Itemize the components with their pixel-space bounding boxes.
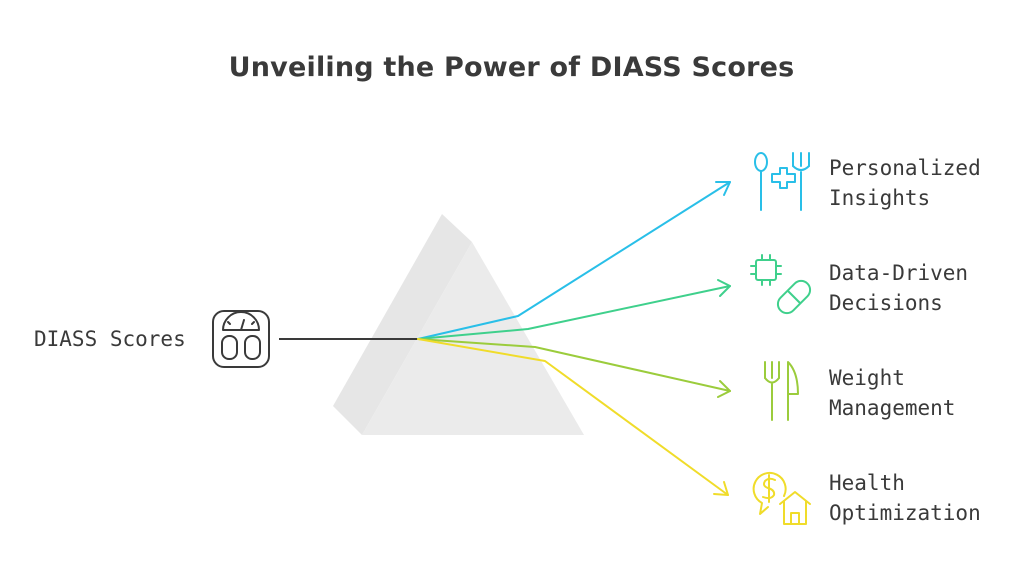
output-label-line: Management	[829, 396, 956, 420]
output-beam-2	[417, 279, 731, 340]
output-label-weight-management: Weight Management	[829, 363, 955, 423]
output-label-line: Health	[829, 471, 905, 495]
prism-front-face	[362, 242, 584, 435]
prism-back-face	[333, 214, 472, 435]
output-label-line: Data-Driven	[829, 261, 969, 285]
money-home-icon	[752, 471, 811, 525]
output-label-line: Personalized	[829, 156, 981, 180]
output-label-data-driven-decisions: Data-Driven Decisions	[829, 258, 968, 318]
output-beam-1	[417, 181, 731, 340]
scale-icon	[212, 310, 270, 368]
output-label-line: Weight	[829, 366, 905, 390]
diagram-title: Unveiling the Power of DIASS Scores	[228, 52, 795, 83]
fork-knife-icon	[764, 361, 799, 421]
output-label-personalized-insights: Personalized Insights	[829, 153, 981, 213]
output-beam-4	[417, 338, 729, 496]
output-beam-3	[417, 338, 731, 398]
output-label-line: Optimization	[829, 501, 981, 525]
nutrition-health-icon	[754, 152, 810, 211]
source-label: DIASS Scores	[34, 327, 186, 351]
chip-pill-icon	[750, 254, 812, 315]
output-label-health-optimization: Health Optimization	[829, 468, 981, 528]
output-label-line: Decisions	[829, 291, 943, 315]
output-label-line: Insights	[829, 186, 931, 210]
prism	[333, 214, 584, 435]
